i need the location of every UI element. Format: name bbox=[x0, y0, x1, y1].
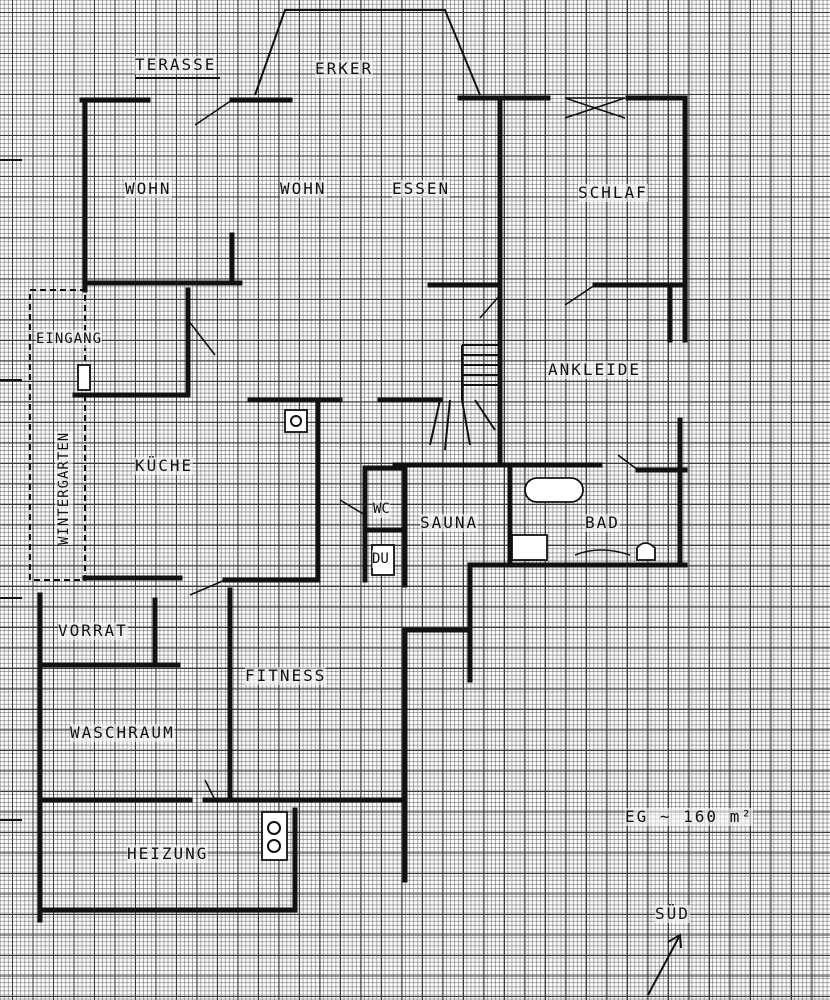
room-label-wohn-2: WOHN bbox=[280, 179, 327, 198]
room-label-wohn-1: WOHN bbox=[125, 179, 172, 198]
stair-wind-1 bbox=[429, 399, 441, 446]
door-fitness bbox=[189, 579, 226, 596]
compass-arrowhead-icon bbox=[667, 933, 682, 949]
room-label-essen: ESSEN bbox=[392, 179, 451, 198]
room-label-kueche: KÜCHE bbox=[135, 456, 194, 475]
room-label-bad: BAD bbox=[585, 513, 620, 532]
room-label-terasse: TERASSE bbox=[135, 55, 217, 74]
room-label-schlaf: SCHLAF bbox=[578, 183, 648, 202]
area-note: EG ~ 160 m² bbox=[625, 807, 753, 826]
room-label-du: DU bbox=[372, 550, 389, 568]
room-label-ankleide: ANKLEIDE bbox=[548, 360, 642, 379]
chimney-flue bbox=[290, 415, 302, 427]
door-waschraum bbox=[204, 779, 216, 801]
stair-wind-2 bbox=[444, 399, 451, 451]
door-stair bbox=[479, 294, 501, 319]
compass-arrow-icon bbox=[647, 934, 681, 996]
room-label-waschraum: WASCHRAUM bbox=[70, 723, 175, 742]
room-label-vorrat: VORRAT bbox=[58, 621, 128, 640]
door-terasse bbox=[194, 99, 233, 126]
window-schlaf-cross-2 bbox=[564, 97, 626, 119]
boiler-dial-2 bbox=[267, 839, 281, 853]
room-label-fitness: FITNESS bbox=[245, 666, 327, 685]
boiler-dial-1 bbox=[267, 821, 281, 835]
room-label-erker: ERKER bbox=[315, 59, 374, 78]
door-bad bbox=[617, 454, 639, 471]
door-ankleide bbox=[564, 284, 596, 306]
wintergarten-outline bbox=[29, 289, 86, 581]
chimney bbox=[284, 409, 308, 433]
room-label-sauna: SAUNA bbox=[420, 513, 479, 532]
erker-bay-outline bbox=[254, 9, 481, 96]
stair-wind-3 bbox=[461, 399, 471, 446]
room-label-wintergarten: WINTERGARTEN bbox=[55, 431, 73, 545]
entry-pillar bbox=[77, 364, 91, 391]
toilet bbox=[636, 542, 656, 561]
bathtub bbox=[524, 477, 584, 503]
room-label-eingang: EINGANG bbox=[36, 330, 103, 348]
compass-label: SÜD bbox=[655, 904, 690, 923]
door-kueche bbox=[187, 319, 216, 356]
washbasin bbox=[511, 534, 548, 561]
room-label-wc: WC bbox=[373, 500, 390, 518]
room-label-heizung: HEIZUNG bbox=[127, 844, 209, 863]
door-wc bbox=[339, 499, 366, 516]
bad-counter bbox=[574, 549, 631, 556]
stair-wind-4 bbox=[474, 399, 496, 431]
